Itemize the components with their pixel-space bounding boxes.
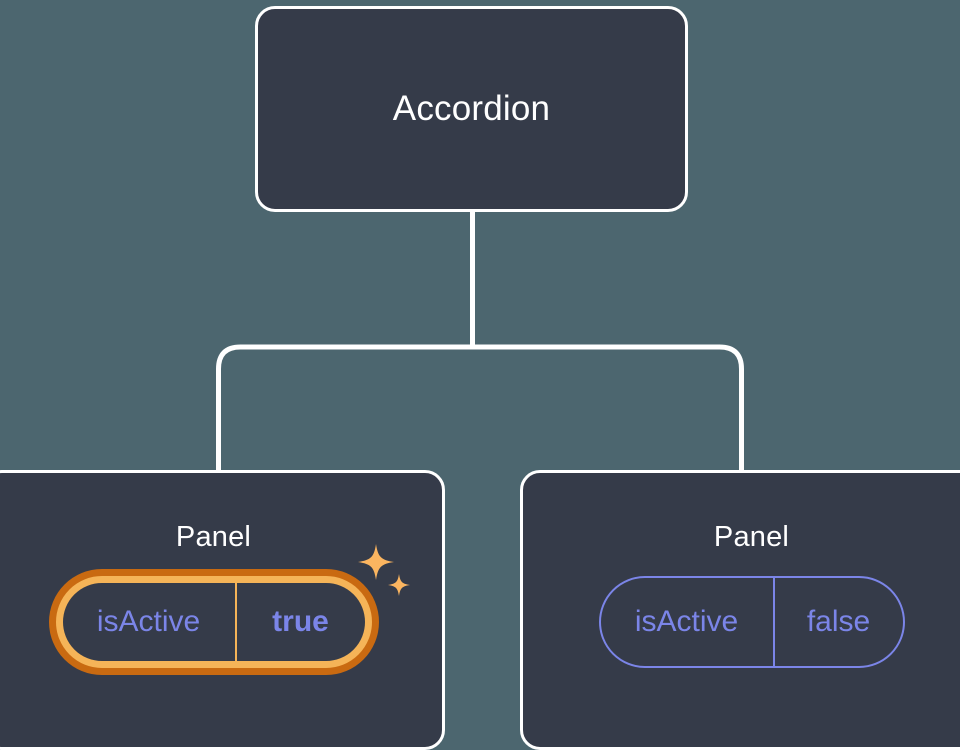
node-accordion[interactable]: Accordion (255, 6, 688, 212)
connector-branch-bar (216, 344, 744, 470)
prop-value-label: true (234, 583, 365, 661)
prop-pill-isactive-false[interactable]: isActive false (598, 576, 905, 668)
prop-value-label: false (772, 578, 903, 666)
node-panel-inactive[interactable]: Panel isActive false (520, 470, 960, 750)
node-panel-inactive-label: Panel (713, 521, 790, 553)
node-accordion-label: Accordion (392, 89, 551, 128)
prop-pill-active-wrapper: isActive true (55, 544, 410, 668)
node-panel-active[interactable]: Panel isActive true (0, 470, 445, 750)
sparkle-small-icon (387, 574, 410, 596)
prop-pill-inactive-wrapper: isActive false (598, 576, 905, 668)
component-tree-diagram: Accordion Panel isActive true Panel isAc… (0, 6, 960, 750)
prop-key-label: isActive (96, 605, 201, 638)
sparkle-large-icon (357, 544, 394, 580)
prop-pill-isactive-true[interactable]: isActive true (55, 576, 372, 668)
node-panel-active-label: Panel (175, 521, 252, 553)
prop-key-label: isActive (634, 605, 739, 638)
